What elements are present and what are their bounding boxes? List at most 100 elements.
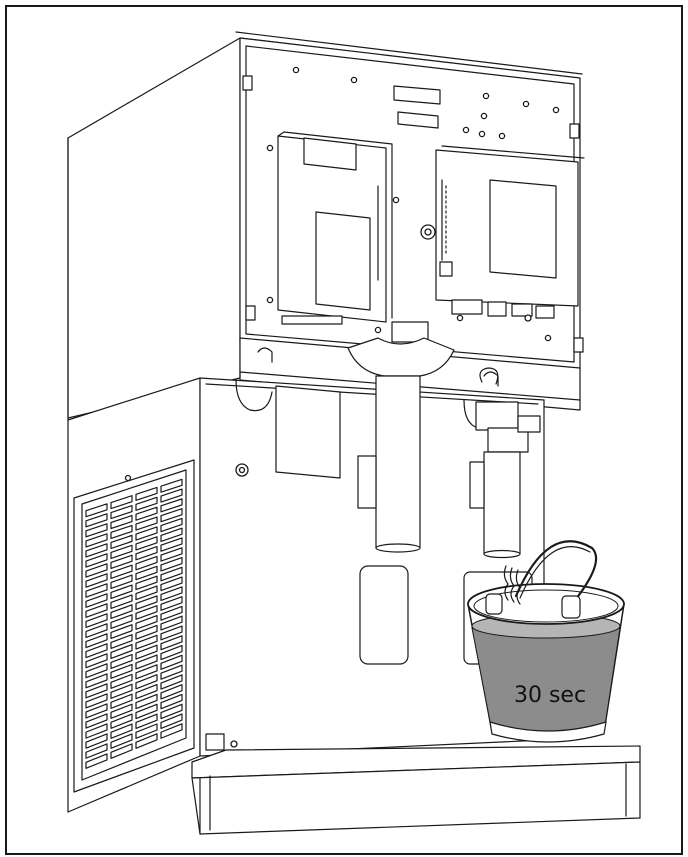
grille-louver [110, 604, 133, 620]
grille-louver [160, 654, 183, 670]
grille-louver [85, 673, 108, 689]
bucket-time-label: 30 sec [514, 683, 586, 708]
grille-louver [135, 614, 158, 630]
grille-louver [160, 703, 183, 720]
grille-louver [135, 486, 158, 501]
grille-louver [160, 625, 183, 641]
grille-louver [135, 733, 158, 749]
grille-louver [110, 653, 133, 669]
grille-louver [110, 614, 133, 630]
grille-louver [110, 554, 133, 570]
dispensing-tube [347, 337, 455, 553]
grille-louver [160, 556, 183, 572]
grille-louver [160, 684, 183, 700]
grille-louver [135, 575, 158, 591]
grille-louver [110, 574, 133, 590]
grille-louver [160, 615, 183, 631]
grille-louver [110, 723, 133, 739]
grille-louver [85, 653, 108, 669]
grille-louver [110, 634, 133, 649]
grille-louver [160, 517, 183, 533]
grille-louver [85, 603, 108, 618]
grille-louver [85, 623, 108, 639]
grille-louver [110, 594, 133, 610]
grille-louver [110, 663, 133, 679]
grille-louver [85, 593, 108, 608]
grille-louver [110, 683, 133, 699]
grille-louver [160, 488, 183, 503]
grille-louver [85, 713, 108, 729]
grille-louver [110, 524, 133, 540]
grille-louver [85, 613, 108, 629]
grille-louver [85, 723, 108, 739]
grille-louver [110, 504, 133, 520]
grille-louver [85, 533, 108, 548]
grille-louver [85, 643, 108, 659]
grille-louver [110, 495, 133, 510]
grille-louver [110, 534, 133, 550]
grille-louver [135, 506, 158, 521]
grille-louver [135, 713, 158, 730]
grille-louver [160, 693, 183, 710]
grille-louver [110, 673, 133, 689]
grille-louver [135, 634, 158, 650]
grille-louver [85, 693, 108, 709]
grille-louver [85, 543, 108, 558]
grille-louver [110, 514, 133, 530]
grille-louver [110, 624, 133, 640]
grille-louver [85, 583, 108, 598]
grille-louver [85, 553, 108, 568]
grille-louver [135, 526, 158, 541]
grille-louver [160, 713, 183, 730]
grille-louver [135, 516, 158, 531]
grille-louver [135, 565, 158, 581]
grille-louver [160, 566, 183, 582]
grille-louver [85, 733, 108, 749]
grille-louver [160, 674, 183, 690]
grille-louver [110, 564, 133, 580]
grille-louver [160, 478, 183, 493]
grille-louver [85, 683, 108, 699]
grille-louver [110, 733, 133, 749]
grille-louver [160, 547, 183, 562]
grille-louver [85, 703, 108, 719]
grille-louver [85, 513, 108, 528]
grille-louver [110, 643, 133, 659]
water-valve [469, 367, 541, 559]
grille-louver [160, 537, 183, 552]
grille-louver [110, 703, 133, 719]
grille-louver [110, 584, 133, 600]
grille-louver [85, 633, 108, 649]
grille-louver [110, 713, 133, 729]
grille-louver [135, 703, 158, 720]
grille-louver [160, 596, 183, 611]
grille-louver [135, 693, 158, 710]
grille-louver [135, 605, 158, 620]
water-stream [503, 565, 521, 605]
grille-louver [135, 654, 158, 670]
control-box-left [277, 131, 393, 325]
front-grille [73, 459, 195, 793]
bucket-icon [463, 540, 625, 743]
grille-louver [160, 664, 183, 680]
grille-louver [135, 496, 158, 511]
grille-louver [160, 576, 183, 592]
grille-louver [160, 644, 183, 661]
grille-louver [110, 544, 133, 560]
drip-tray [191, 745, 641, 835]
grille-louver [135, 683, 158, 700]
grille-louver [135, 555, 158, 571]
grille-louver [135, 536, 158, 551]
grille-louver [135, 674, 158, 690]
grille-louver [135, 585, 158, 601]
grille-louver [135, 624, 158, 640]
grille-louver [135, 664, 158, 680]
grille-louver [135, 546, 158, 561]
grille-louver [135, 644, 158, 660]
grille-louver [110, 693, 133, 709]
grille-louver [160, 723, 183, 739]
grille-louver [85, 753, 108, 769]
grille-louver [85, 523, 108, 538]
grille-louver [85, 503, 108, 518]
